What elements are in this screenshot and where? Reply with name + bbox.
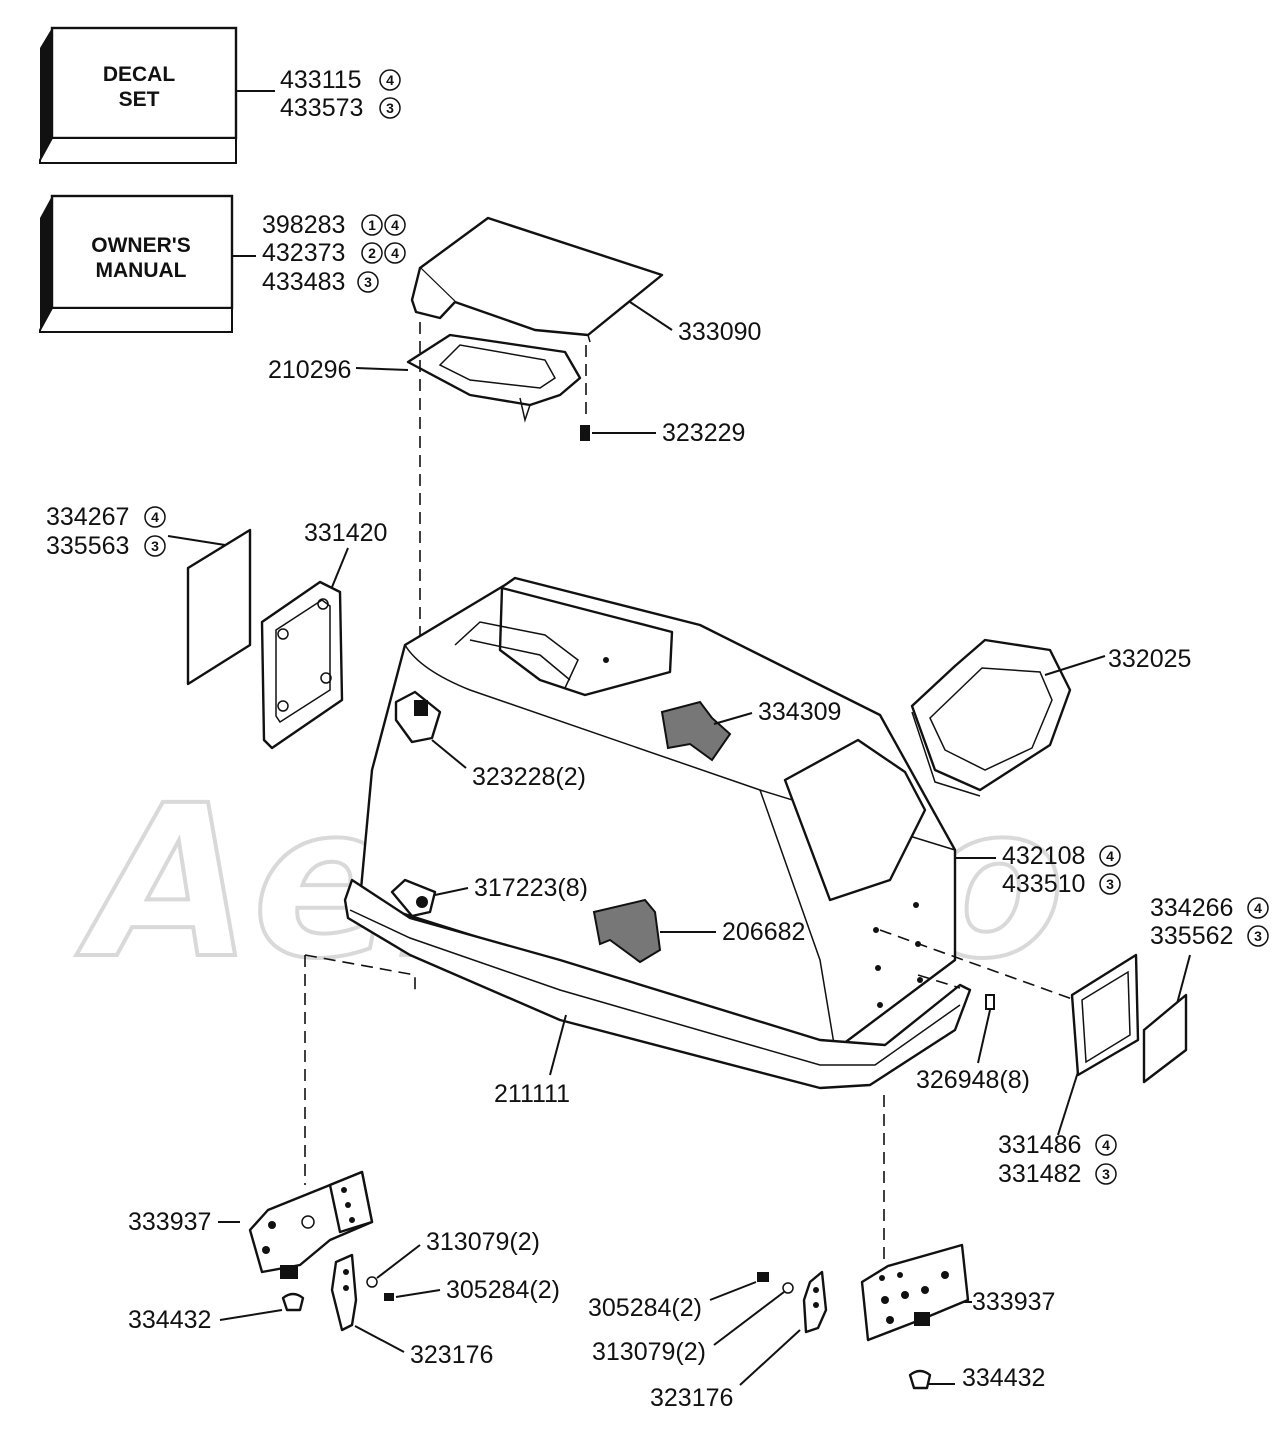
label-433573: 433573: [280, 94, 363, 122]
label-335563: 335563: [46, 532, 129, 560]
part-334267-decal: [186, 528, 252, 686]
label-433510: 433510: [1002, 870, 1085, 898]
svg-text:1: 1: [368, 217, 376, 233]
circled-note: 1: [361, 214, 383, 236]
owners-manual-box: OWNER'S MANUAL: [39, 194, 234, 333]
part-331486-frame: [1070, 953, 1140, 1077]
svg-text:3: 3: [151, 538, 159, 554]
decal-set-label-1: DECAL: [103, 63, 176, 86]
part-305284-left-screw: [384, 1293, 394, 1301]
owners-manual-label-2: MANUAL: [96, 259, 187, 282]
svg-text:3: 3: [1106, 876, 1114, 892]
label-210296: 210296: [268, 356, 351, 384]
label-331486: 331486: [998, 1131, 1081, 1159]
circled-note: 2: [361, 242, 383, 264]
circled-note: 4: [1095, 1134, 1117, 1156]
svg-text:4: 4: [1254, 900, 1262, 916]
part-333937-left-latch: [248, 1170, 374, 1279]
decal-set-box: DECAL SET: [39, 26, 238, 164]
owners-manual-label-1: OWNER'S: [91, 234, 191, 257]
label-305284-left: 305284(2): [446, 1276, 560, 1304]
part-313079-left-washer: [366, 1276, 378, 1288]
label-335562: 335562: [1150, 922, 1233, 950]
svg-text:3: 3: [386, 100, 394, 116]
part-333090-cover: [410, 216, 664, 343]
part-334432-left-plug: [281, 1292, 305, 1312]
label-323229: 323229: [662, 419, 745, 447]
circled-note: 4: [144, 506, 166, 528]
part-323176-left-bracket: [330, 1253, 358, 1332]
label-333090: 333090: [678, 318, 761, 346]
label-334432-left: 334432: [128, 1306, 211, 1334]
label-398283: 398283: [262, 211, 345, 239]
label-334432-right: 334432: [962, 1364, 1045, 1392]
circled-note: 4: [1099, 845, 1121, 867]
part-334432-right-plug: [908, 1369, 932, 1390]
svg-text:4: 4: [391, 217, 399, 233]
label-313079-left: 313079(2): [426, 1228, 540, 1256]
part-334309-pad: [660, 700, 732, 762]
part-333937-right-latch: [860, 1243, 970, 1342]
label-323228: 323228(2): [472, 763, 586, 791]
part-332025-gasket: [910, 638, 1072, 797]
part-323229-screw: [580, 425, 590, 441]
part-210296-grille: [406, 333, 582, 423]
svg-text:4: 4: [386, 72, 394, 88]
svg-text:4: 4: [391, 245, 399, 261]
label-331482: 331482: [998, 1160, 1081, 1188]
label-323176-right: 323176: [650, 1384, 733, 1412]
label-432373: 432373: [262, 239, 345, 267]
svg-text:3: 3: [1254, 928, 1262, 944]
svg-text:4: 4: [151, 509, 159, 525]
circled-note: 3: [144, 535, 166, 557]
svg-text:2: 2: [368, 245, 376, 261]
circled-note: 3: [1247, 925, 1269, 947]
circled-note: 3: [357, 271, 379, 293]
part-323176-right-bracket: [802, 1270, 828, 1334]
label-334267: 334267: [46, 503, 129, 531]
circled-note: 4: [379, 69, 401, 91]
label-334309: 334309: [758, 698, 841, 726]
circled-note: 4: [1247, 897, 1269, 919]
label-323176-left: 323176: [410, 1341, 493, 1369]
decal-set-label-2: SET: [119, 88, 160, 111]
circled-note: 3: [1099, 873, 1121, 895]
label-432108: 432108: [1002, 842, 1085, 870]
label-334266: 334266: [1150, 894, 1233, 922]
label-206682: 206682: [722, 918, 805, 946]
label-211111: 211111: [494, 1080, 570, 1108]
label-317223: 317223(8): [474, 874, 588, 902]
part-206682-pad: [592, 898, 662, 964]
label-331420: 331420: [304, 519, 387, 547]
label-433483: 433483: [262, 268, 345, 296]
part-326948-screw: [985, 994, 995, 1010]
label-313079-right: 313079(2): [592, 1338, 706, 1366]
circled-note: 4: [384, 214, 406, 236]
label-332025: 332025: [1108, 645, 1191, 673]
circled-note: 4: [384, 242, 406, 264]
label-305284-right: 305284(2): [588, 1294, 702, 1322]
part-305284-right-screw: [757, 1272, 769, 1282]
part-211111-cowl: [343, 576, 972, 1090]
svg-text:4: 4: [1106, 848, 1114, 864]
svg-text:4: 4: [1102, 1137, 1110, 1153]
svg-text:3: 3: [364, 274, 372, 290]
label-433115: 433115: [280, 66, 362, 94]
circled-note: 3: [379, 97, 401, 119]
label-333937-left: 333937: [128, 1208, 211, 1236]
part-334266-decal: [1142, 993, 1188, 1084]
part-331420-frame: [260, 580, 344, 750]
circled-note: 3: [1095, 1163, 1117, 1185]
label-333937-right: 333937: [972, 1288, 1055, 1316]
label-326948: 326948(8): [916, 1066, 1030, 1094]
svg-text:3: 3: [1102, 1166, 1110, 1182]
part-313079-right-washer: [782, 1282, 794, 1294]
